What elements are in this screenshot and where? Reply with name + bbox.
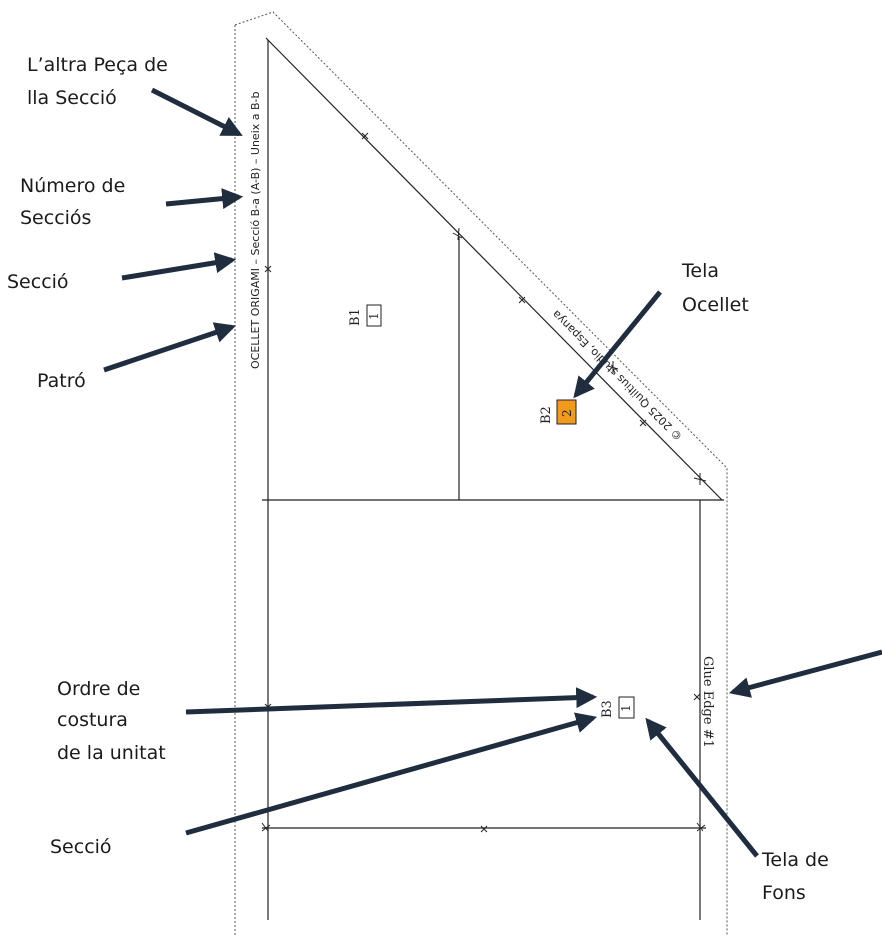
piece-b3-number-box xyxy=(618,696,635,719)
label-fabric-ocellet: Tela Ocellet xyxy=(681,260,749,316)
pattern-lines xyxy=(262,37,724,920)
piece-b3: B3 1 xyxy=(600,696,635,719)
label-section-count: Número de Secciós xyxy=(20,175,131,229)
piece-b3-name: B3 xyxy=(600,700,615,718)
arrow-pattern xyxy=(103,322,236,373)
pattern-side-label: OCELLET ORIGAMI – Secció B-a (A-B) – Une… xyxy=(249,91,262,369)
arrow-other-piece xyxy=(150,87,243,137)
label-section-bottom: Secció xyxy=(50,836,112,858)
piece-b2-number: 2 xyxy=(560,409,574,417)
label-fabric-background: Tela de Fons xyxy=(761,849,835,904)
piece-b2-name: B2 xyxy=(539,406,554,424)
arrow-section-top xyxy=(121,252,237,281)
seam-allowance-outline xyxy=(234,11,728,936)
label-pattern: Patró xyxy=(37,370,86,392)
piece-b1-number-box xyxy=(366,304,382,327)
piece-b1: B1 1 xyxy=(348,304,382,327)
piece-b3-number: 1 xyxy=(619,704,633,712)
label-section-top: Secció xyxy=(7,271,69,293)
annotation-arrows xyxy=(103,87,882,858)
piece-b1-number: 1 xyxy=(367,312,381,320)
arrow-section-bottom xyxy=(185,712,598,836)
piece-b1-name: B1 xyxy=(348,308,363,326)
arrow-glue-edge xyxy=(728,649,882,698)
diagonal-edge-line xyxy=(265,37,723,501)
glue-edge-label: Glue Edge #1 xyxy=(700,656,715,748)
arrow-sewing-order xyxy=(185,687,598,715)
piece-b2-number-box xyxy=(556,399,577,425)
piece-b2: B2 2 xyxy=(539,399,577,425)
arrow-fabric-ocellet xyxy=(573,290,662,399)
arrow-fabric-background xyxy=(645,717,759,858)
registration-marks xyxy=(261,132,707,833)
label-other-piece: L’altra Peça de lla Secció xyxy=(27,54,174,109)
arrow-section-count xyxy=(165,188,244,210)
label-sewing-order: Ordre de costura de la unitat xyxy=(57,678,166,764)
